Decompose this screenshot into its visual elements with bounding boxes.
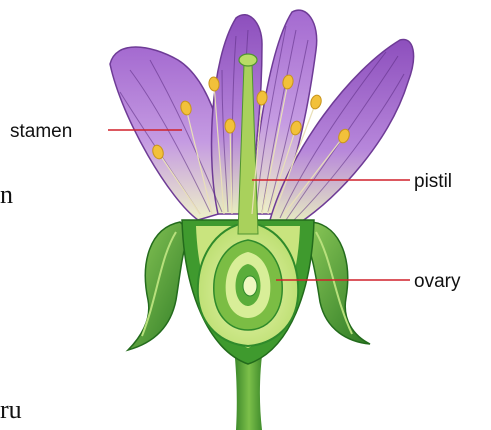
anther — [309, 94, 323, 110]
anther — [225, 119, 235, 133]
ovary-label: ovary — [414, 271, 461, 292]
cropped-text-fragment: n — [0, 180, 13, 209]
left-sepal — [128, 222, 190, 350]
cropped-text-fragment: ru — [0, 395, 22, 424]
petals — [110, 10, 414, 224]
stamen-label: stamen — [10, 121, 72, 142]
pistil-label: pistil — [414, 171, 452, 192]
